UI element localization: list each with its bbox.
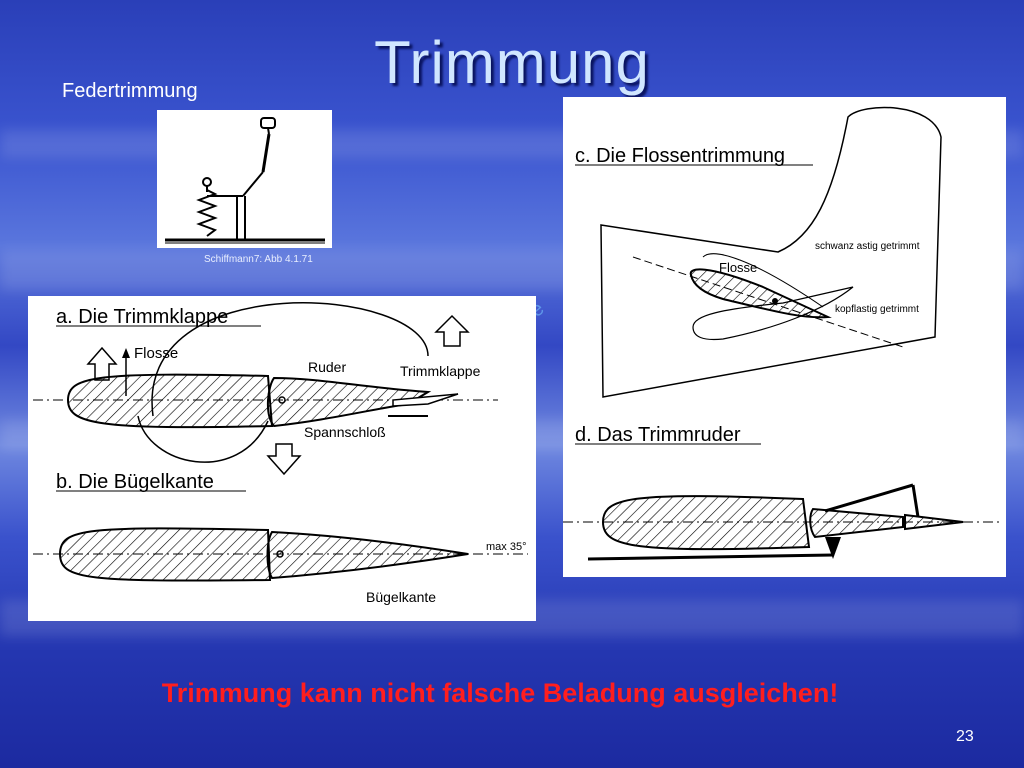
- figure-caption: Schiffmann7: Abb 4.1.71: [204, 254, 313, 265]
- label-buegelkante: Bügelkante: [366, 589, 436, 605]
- federtrimmung-label: Federtrimmung: [62, 80, 198, 102]
- heading-a: a. Die Trimmklappe: [56, 306, 228, 328]
- arrow-down-icon: [266, 443, 302, 476]
- federtrimmung-figure: [157, 110, 332, 248]
- label-max: max 35°: [486, 541, 526, 553]
- page-number: 23: [956, 728, 974, 745]
- heading-d: d. Das Trimmruder: [575, 424, 741, 446]
- label-trimmklappe: Trimmklappe: [400, 363, 481, 379]
- trimmklappe-figure: a. Die Trimmklappe Flosse Ruder Trimmkla…: [28, 296, 536, 621]
- slide-title: Trimmung: [374, 29, 650, 96]
- label-kopf: kopflastig getrimmt: [835, 304, 919, 315]
- heading-b: b. Die Bügelkante: [56, 471, 214, 493]
- label-flosse: Flosse: [134, 345, 178, 362]
- arrow-up-icon: [434, 314, 470, 347]
- arrow-up-icon: [86, 346, 118, 381]
- label-schwanz: schwanz astig getrimmt: [815, 241, 920, 252]
- heading-c: c. Die Flossentrimmung: [575, 145, 785, 167]
- label-flosse: Flosse: [719, 260, 757, 275]
- label-ruder: Ruder: [308, 359, 346, 375]
- flossentrimmung-figure: c. Die Flossentrimmung schwanz astig get…: [563, 97, 1006, 577]
- label-spannschloss: Spannschloß: [304, 424, 386, 440]
- footer-warning: Trimmung kann nicht falsche Beladung aus…: [161, 678, 839, 708]
